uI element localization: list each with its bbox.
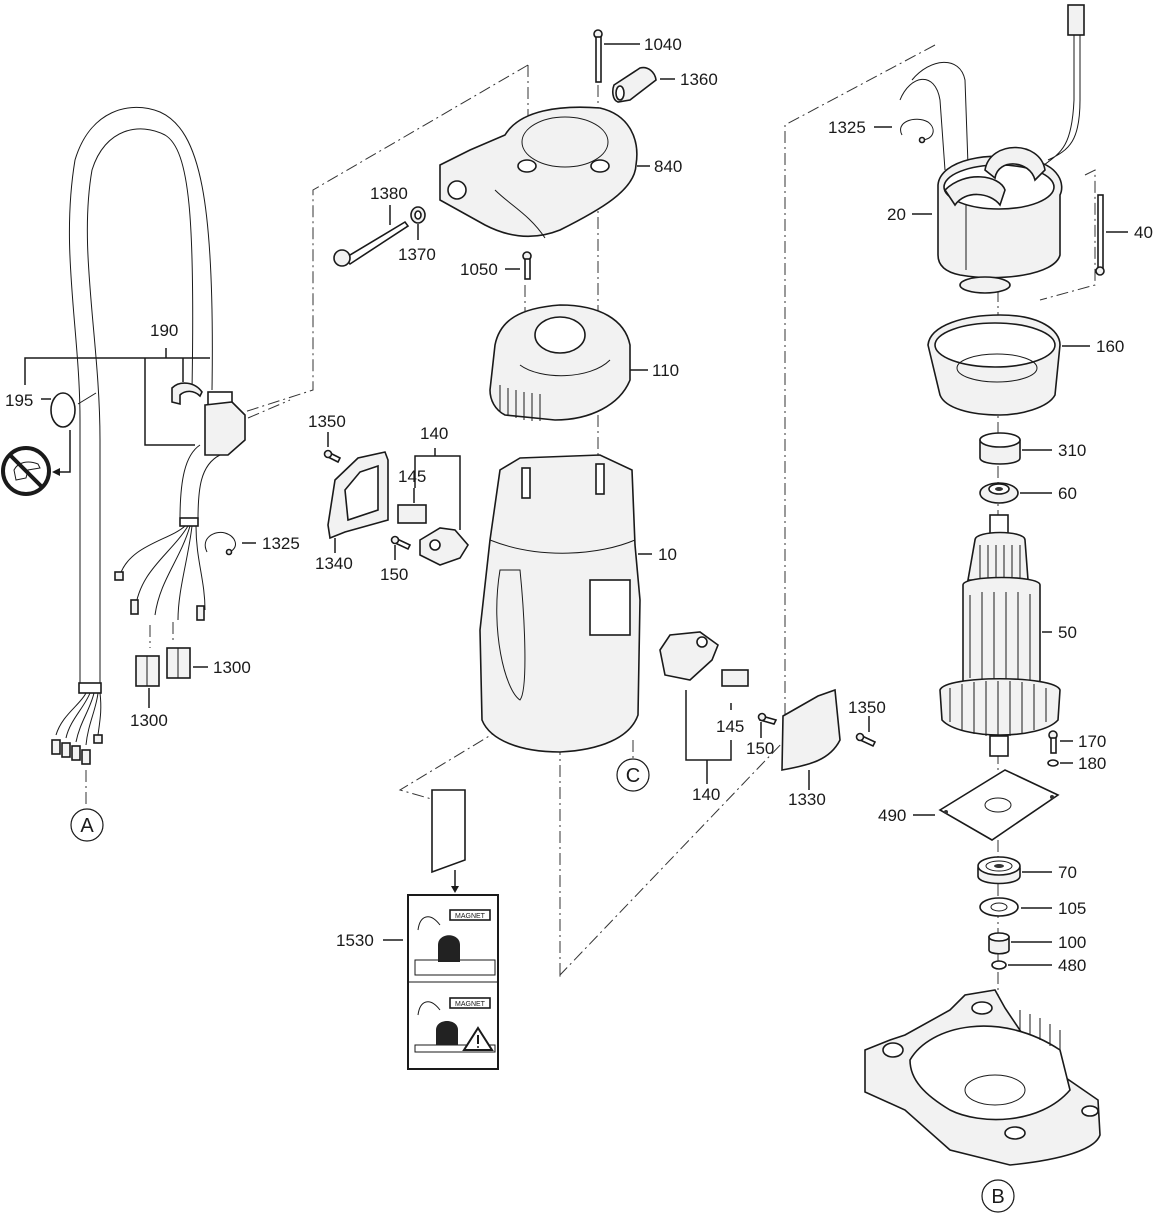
callout-170: 170	[1078, 732, 1106, 751]
bearing-cover-160	[927, 314, 1061, 416]
armature-50	[939, 514, 1061, 757]
callout-110: 110	[652, 361, 679, 380]
washer-180	[1047, 759, 1059, 767]
callout-1350-right: 1350	[848, 698, 886, 717]
callout-150-right: 150	[746, 739, 774, 758]
callout-180: 180	[1078, 754, 1106, 773]
callout-40: 40	[1134, 223, 1153, 242]
callout-1325-right: 1325	[828, 118, 866, 137]
connector-b	[981, 1179, 1015, 1213]
callout-150-left: 150	[380, 565, 408, 584]
bolt-1380	[333, 220, 410, 267]
carbon-brush-145-left	[397, 504, 427, 524]
terminal-blocks	[135, 647, 191, 687]
screw-1350-right	[855, 732, 877, 748]
sticker-195	[50, 392, 76, 428]
callout-1300-left: 1300	[130, 711, 168, 730]
callout-70: 70	[1058, 863, 1077, 882]
connector-b-label: B	[991, 1186, 1004, 1208]
callout-1330: 1330	[788, 790, 826, 809]
field-coil-20	[899, 4, 1085, 294]
motor-housing-10	[479, 454, 641, 753]
brush-holder-140-right	[659, 631, 719, 681]
callout-160: 160	[1096, 337, 1124, 356]
callout-60: 60	[1058, 484, 1077, 503]
callout-1380: 1380	[370, 184, 408, 203]
callout-140-left: 140	[420, 424, 448, 443]
leader-190	[24, 348, 210, 446]
label-blank	[431, 789, 466, 893]
callout-10: 10	[658, 545, 677, 564]
long-screw-40	[1095, 194, 1105, 276]
callout-100: 100	[1058, 933, 1086, 952]
washer-105	[979, 897, 1019, 917]
callout-1300-right: 1300	[213, 658, 251, 677]
no-touch-hand-icon	[1, 446, 51, 496]
retaining-ring-1325-left	[204, 531, 236, 553]
cable-end-connectors	[51, 692, 103, 765]
sleeve-1360	[612, 66, 657, 103]
warning-label-1530: MAGNET MAGNET	[407, 894, 499, 1070]
callout-1050: 1050	[460, 260, 498, 279]
callout-1370: 1370	[398, 245, 436, 264]
connector-c-label: C	[626, 765, 640, 787]
callout-190: 190	[150, 321, 178, 340]
bushing-100	[988, 932, 1010, 955]
callout-140-right: 140	[692, 785, 720, 804]
screw-1050	[522, 251, 532, 280]
callout-1530: 1530	[336, 931, 374, 950]
screw-170	[1048, 730, 1058, 754]
callout-145-left: 145	[398, 467, 426, 486]
screw-150-right	[757, 712, 778, 725]
callout-1340: 1340	[315, 554, 353, 573]
screw-1350-left	[323, 449, 342, 464]
callout-480: 480	[1058, 956, 1086, 975]
carbon-brush-145-right	[721, 669, 749, 687]
fan-cover-110	[489, 304, 631, 421]
magnet-tag-bottom: MAGNET	[455, 1001, 486, 1008]
top-cap-840	[439, 106, 638, 239]
magnet-tag-top: MAGNET	[455, 913, 486, 920]
ball-bearing-60	[979, 482, 1019, 504]
clip-190	[171, 382, 203, 406]
t-fitting	[114, 391, 246, 621]
brush-cover-1330	[781, 688, 841, 771]
callout-145-right: 145	[716, 717, 744, 736]
callout-20: 20	[887, 205, 906, 224]
callout-1350-left: 1350	[308, 412, 346, 431]
callout-1040: 1040	[644, 35, 682, 54]
callout-105: 105	[1058, 899, 1086, 918]
retaining-ring-1325-right	[900, 118, 934, 141]
brush-holder-140-left	[419, 527, 469, 566]
callout-1360: 1360	[680, 70, 718, 89]
callout-490: 490	[878, 806, 906, 825]
gasket-plate-490	[938, 769, 1060, 841]
connector-a	[70, 808, 104, 842]
bearing-sleeve-310	[979, 432, 1021, 465]
warning-triangle-icon	[462, 1026, 494, 1051]
callout-195: 195	[5, 391, 33, 410]
callout-310: 310	[1058, 441, 1086, 460]
power-cable	[51, 106, 213, 765]
ring-480	[991, 960, 1007, 970]
ball-bearing-70	[977, 856, 1021, 885]
screw-1040	[593, 29, 603, 83]
callout-50: 50	[1058, 623, 1077, 642]
connector-a-label: A	[80, 815, 94, 837]
callout-840: 840	[654, 157, 682, 176]
callout-1325-left: 1325	[262, 534, 300, 553]
connector-c	[616, 758, 650, 792]
gear-housing	[864, 989, 1101, 1166]
screw-150-left	[390, 535, 412, 551]
